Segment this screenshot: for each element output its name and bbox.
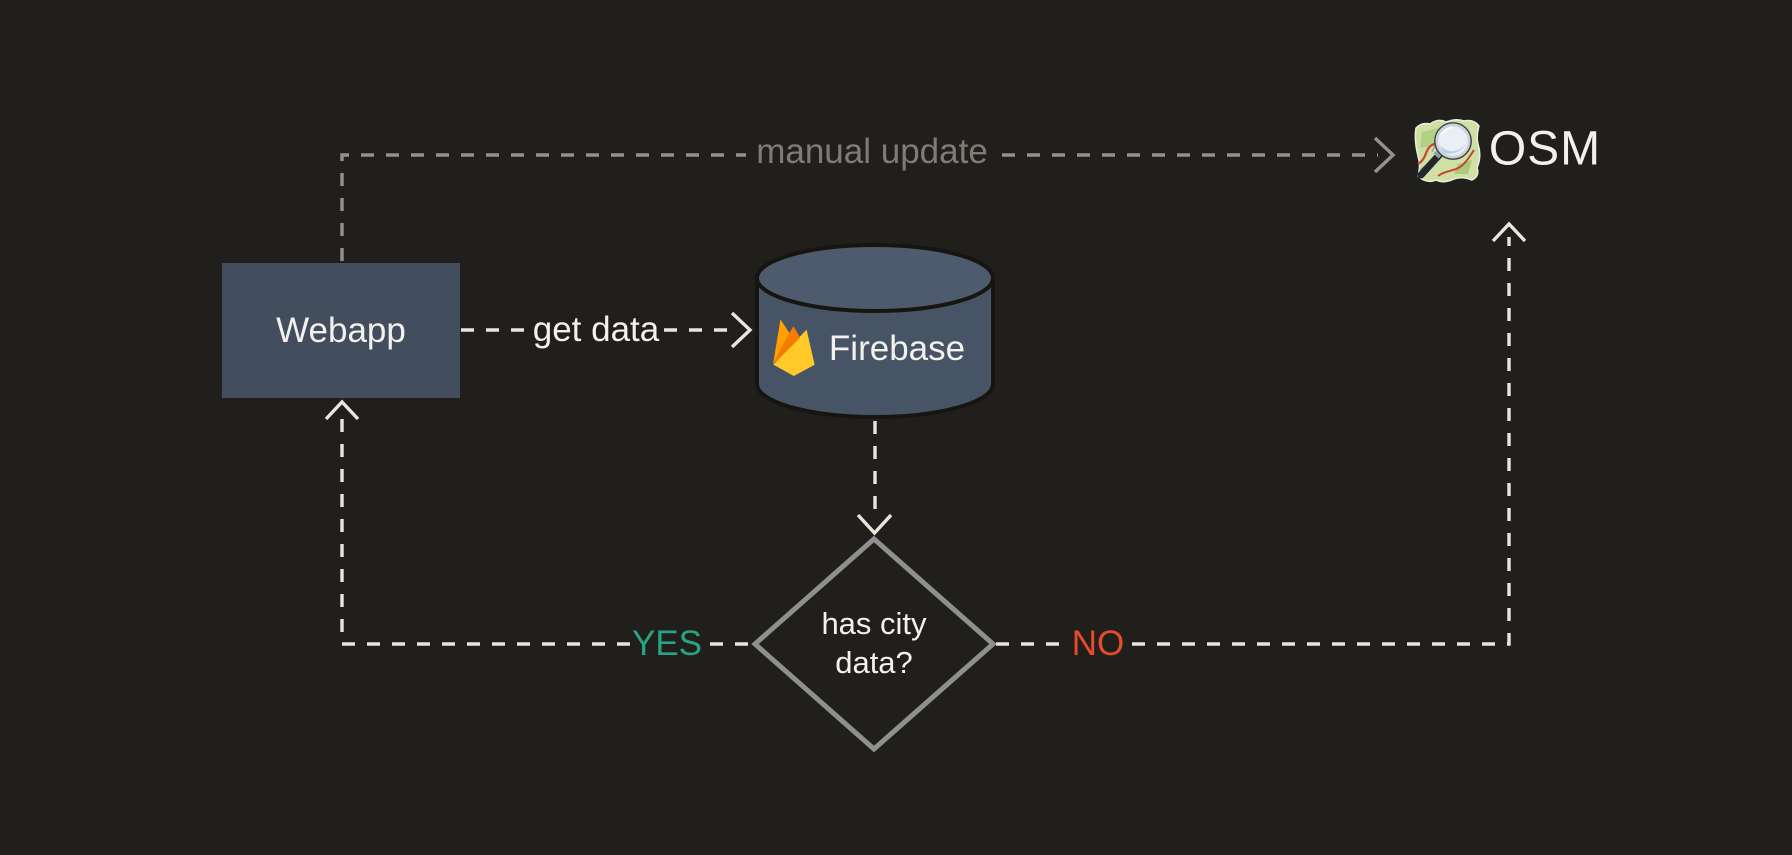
decision-diamond [751,535,997,753]
firebase-flame-icon [773,319,815,376]
arrowhead-no-icon [1491,221,1527,243]
map-red-road [1437,149,1475,177]
map-green-patch [1420,128,1438,148]
arrowhead-get-data-icon [730,311,753,349]
openstreetmap-icon [1414,118,1481,183]
decision-label-line2: data? [835,645,913,680]
osm-label: OSM [1488,122,1602,176]
edge-manual-update-label: manual update [756,131,988,171]
edge-yes-label: YES [631,623,703,663]
map-green-patch [1454,160,1472,174]
firebase-label: Firebase [828,328,966,368]
decision-label-line1: has city [821,606,927,641]
firebase-cylinder-top [755,243,995,313]
decision-label: has city data? [821,604,926,682]
edge-get-data-label: get data [532,309,660,349]
firebase-cylinder-body [755,278,995,419]
arrowhead-yes-icon [324,399,360,421]
arrowhead-manual-update-icon [1373,136,1396,174]
edge-no-label: NO [1071,623,1125,663]
edge-yes-line-left [340,413,630,646]
edge-no-line-right [1132,237,1511,646]
magnifier-lens-tint [1439,144,1466,154]
arrowhead-firebase-to-decision-icon [856,513,893,536]
webapp-box [222,263,460,398]
webapp-label: Webapp [276,310,406,350]
magnifier-rim [1434,122,1472,160]
firebase-cylinder [755,243,995,419]
edge-manual-update-line-left [340,153,746,261]
magnifier-highlight [1441,126,1453,135]
